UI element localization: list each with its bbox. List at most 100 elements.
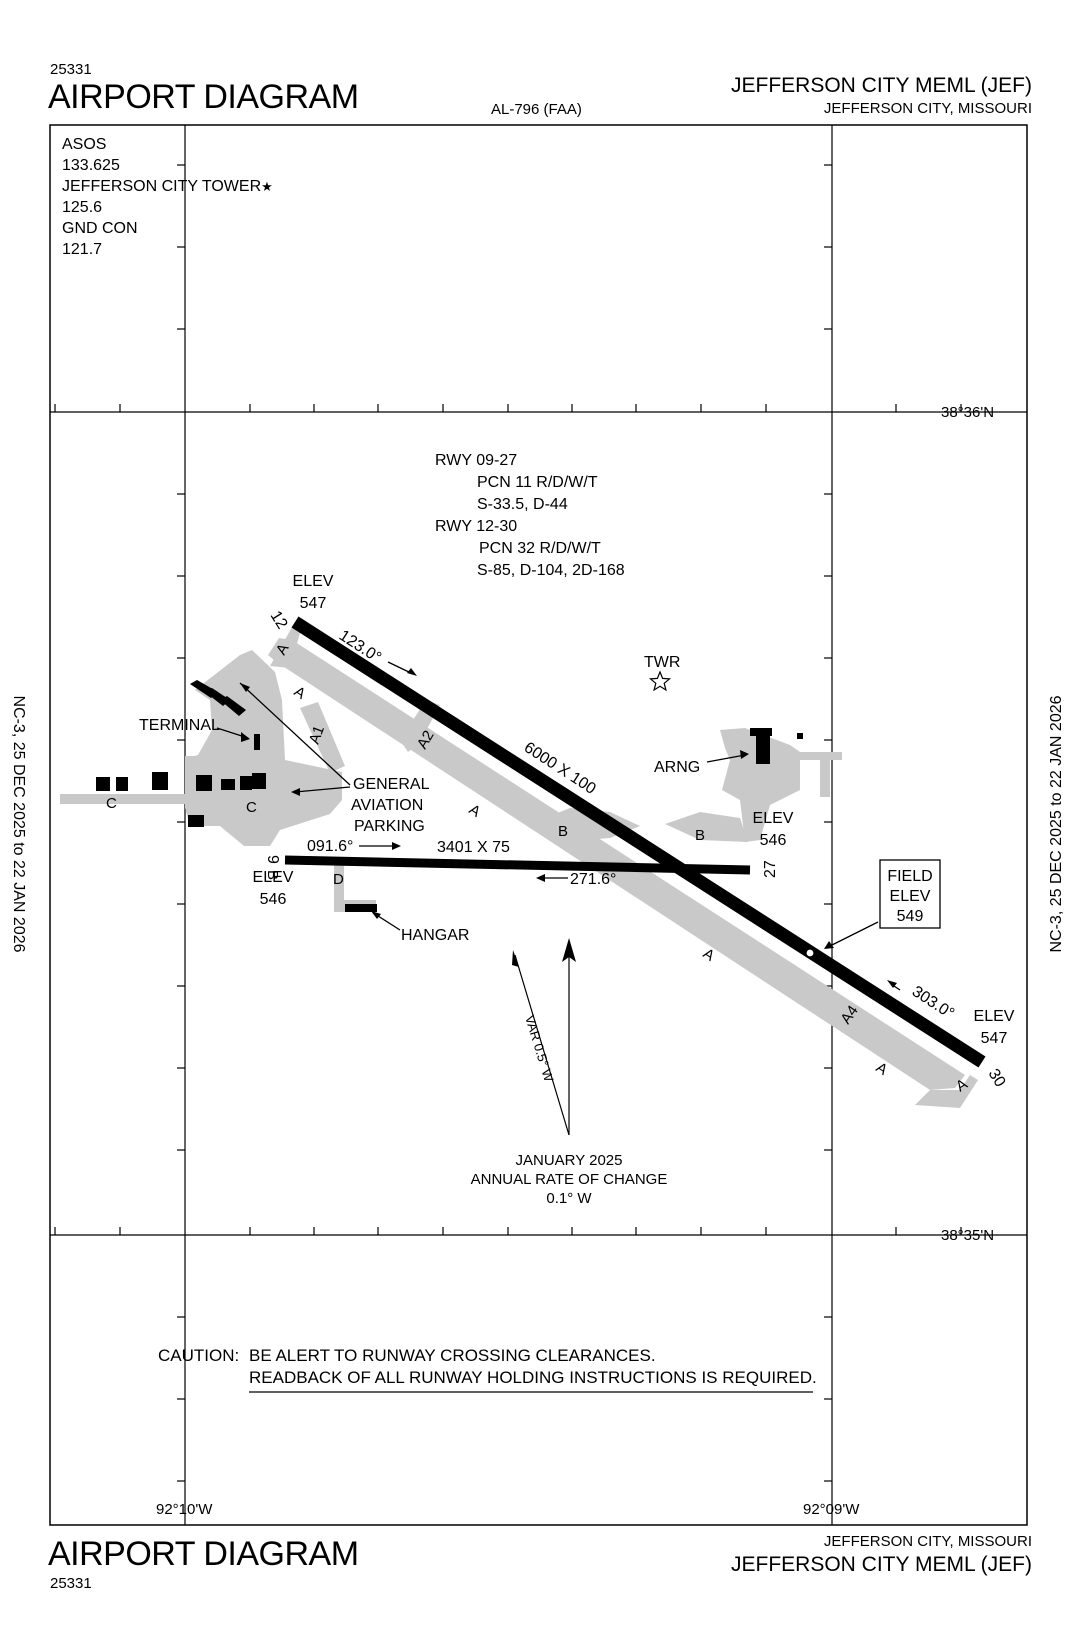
tower-frequency: 125.6 — [62, 199, 103, 216]
caution-line-2: READBACK OF ALL RUNWAY HOLDING INSTRUCTI… — [249, 1368, 817, 1387]
taxiway-label-a: A — [873, 1059, 891, 1079]
arng-spur — [820, 752, 830, 797]
hangar-label: HANGAR — [401, 927, 469, 944]
arrow-head — [536, 874, 545, 882]
arrow-head — [291, 788, 300, 796]
taxiway-label-c: C — [246, 799, 257, 816]
mag-date-label: JANUARY 2025 — [515, 1152, 622, 1169]
arrow-head — [371, 911, 381, 919]
tower-star-icon — [648, 670, 672, 692]
tower-name: JEFFERSON CITY TOWER — [62, 178, 262, 195]
runway-12-30 — [291, 616, 986, 1068]
runways — [284, 616, 986, 1068]
magnetic-north-line — [514, 954, 570, 1136]
hangar-building — [345, 904, 377, 912]
arng-building — [750, 728, 772, 736]
diagram-frame — [49, 124, 1028, 1526]
terminal-label: TERMINAL — [139, 717, 220, 734]
rwy12-elev-value: 547 — [300, 595, 327, 612]
arng-leader — [706, 754, 746, 763]
building — [196, 775, 212, 791]
building — [252, 773, 266, 789]
twr-label: TWR — [644, 654, 680, 671]
taxiway-label-a1: A1 — [306, 723, 328, 746]
taxiway-label-c: C — [106, 795, 117, 812]
city-state: JEFFERSON CITY, MISSOURI — [823, 100, 1032, 117]
taxiway-b-east — [665, 812, 748, 842]
arrow-head — [887, 980, 897, 988]
ga-parking-label-3: PARKING — [354, 818, 425, 835]
rwy30-elev-label: ELEV — [974, 1008, 1015, 1025]
arrow-head — [392, 842, 401, 850]
lat-north-label: 38°36'N — [941, 404, 994, 421]
taxiway-a4 — [832, 1000, 862, 1036]
lon-east-label: 92°09'W — [803, 1501, 860, 1518]
al-number: AL-796 (FAA) — [491, 101, 582, 118]
ga-leader-west — [294, 786, 351, 793]
field-elev-box — [879, 859, 941, 929]
footer-city-state: JEFFERSON CITY, MISSOURI — [823, 1533, 1032, 1550]
runway-info-block: RWY 09-27 PCN 11 R/D/W/T S-33.5, D-44 RW… — [435, 452, 625, 579]
taxiway-label-a2: A2 — [414, 728, 438, 752]
caution-note: CAUTION: BE ALERT TO RUNWAY CROSSING CLE… — [158, 1346, 817, 1387]
mag-rate-value: 0.1° W — [546, 1190, 592, 1207]
field-elev-label-2: ELEV — [890, 888, 931, 905]
terminal-building — [254, 734, 260, 750]
elevation-labels: ELEV 547 ELEV 547 ELEV 546 ELEV 546 FIEL… — [253, 573, 1015, 1047]
taxiway-label-d: D — [333, 871, 344, 888]
ga-parking-label-2: AVIATION — [351, 797, 423, 814]
lat-south-label: 38°35'N — [941, 1227, 994, 1244]
footer-airport-name: JEFFERSON CITY MEML (JEF) — [730, 1553, 1032, 1576]
field-elev-leader — [827, 921, 879, 948]
taxiway-a-north-end — [270, 622, 302, 668]
coordinate-labels: 38°36'N 38°35'N 92°10'W 92°09'W — [156, 404, 994, 1518]
building — [116, 777, 128, 791]
rwy27-elev-label: ELEV — [753, 810, 794, 827]
taxiway-label-b: B — [695, 827, 705, 844]
arrow-head — [407, 668, 417, 676]
arng-label: ARNG — [654, 759, 700, 776]
rwy27-end-label: 27 — [762, 860, 779, 878]
building — [220, 696, 246, 716]
arng-taxilane — [790, 752, 842, 760]
field-elev-point — [805, 948, 815, 958]
hangar-leader — [374, 913, 401, 931]
arrow-head — [240, 683, 250, 692]
rwy9-heading-label: 091.6° — [307, 838, 353, 855]
rwy30-end-label: 30 — [985, 1066, 1009, 1090]
communications-block: ASOS 133.625 JEFFERSON CITY TOWER★ 125.6… — [62, 134, 273, 260]
taxiway-label-a: A — [700, 945, 718, 965]
tower-label: JEFFERSON CITY TOWER★ — [62, 176, 273, 197]
runway-9-27 — [284, 855, 751, 875]
taxiway-d — [334, 860, 344, 912]
taxiway-a-south-end — [915, 1075, 978, 1108]
asos-label: ASOS — [62, 136, 107, 153]
rwy1-label: RWY 09-27 — [435, 452, 517, 469]
asos-frequency: 133.625 — [62, 157, 120, 174]
field-elev-label-1: FIELD — [887, 868, 932, 885]
rwy2-label: RWY 12-30 — [435, 518, 517, 535]
taxiway-label-b: B — [264, 870, 281, 880]
true-north-arrow-icon — [562, 938, 576, 962]
arng-building — [797, 733, 803, 739]
arrow-heads — [240, 668, 897, 988]
taxiway-a1 — [300, 702, 345, 773]
building — [221, 779, 235, 790]
arrow-head — [824, 941, 834, 949]
caution-label: CAUTION: — [158, 1346, 239, 1365]
taxiway-label-a: A — [466, 801, 484, 821]
star-icon: ★ — [261, 179, 273, 194]
ga-parking-label-1: GENERAL — [353, 776, 430, 793]
arrow-head — [241, 732, 250, 742]
lat-lon-grid — [50, 125, 1027, 1525]
caution-line-1: BE ALERT TO RUNWAY CROSSING CLEARANCES. — [249, 1346, 656, 1365]
facility-labels: TWR ARNG TERMINAL GENERAL AVIATION PARKI… — [139, 654, 700, 944]
arrow-head — [740, 750, 749, 759]
rwy27-heading-label: 271.6° — [570, 871, 616, 888]
building — [152, 772, 168, 790]
building — [188, 815, 204, 827]
gnd-label: GND CON — [62, 220, 138, 237]
ga-leader-north — [239, 682, 351, 786]
rwy12-elev-label: ELEV — [293, 573, 334, 590]
